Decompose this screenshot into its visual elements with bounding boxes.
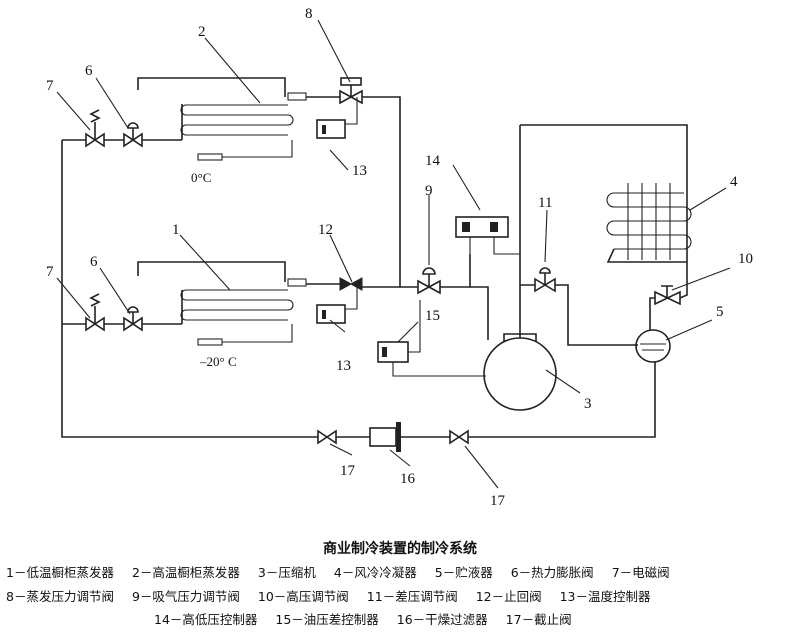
legend-item: 1－低温橱柜蒸发器: [6, 565, 114, 580]
legend-item: 6－热力膨胀阀: [510, 565, 594, 580]
valve-11: [520, 267, 638, 346]
suction-line: [362, 96, 471, 288]
label-2: 2: [198, 24, 206, 40]
legend-row-3: 14－高低压控制器 15－油压差控制器 16－干燥过滤器 17－截止阀: [154, 609, 800, 628]
legend-item: 8－蒸发压力调节阀: [6, 589, 114, 604]
oil-pressure-control: [377, 300, 486, 377]
label-6-top: 6: [85, 63, 93, 79]
legend-item: 4－风冷冷凝器: [333, 565, 417, 580]
stop-valve-left: [317, 429, 337, 445]
label-5: 5: [716, 304, 724, 320]
solenoid-valve-bottom: [85, 293, 105, 332]
legend-item: 7－电磁阀: [611, 565, 670, 580]
solenoid-valve-top: [85, 109, 105, 148]
label-11: 11: [538, 195, 552, 211]
legend-item: 15－油压差控制器: [275, 612, 379, 627]
label-17-right: 17: [490, 493, 506, 509]
legend-item: 13－温度控制器: [559, 589, 651, 604]
legend-item: 11－差压调节阀: [366, 589, 458, 604]
label-13-top: 13: [352, 163, 367, 179]
valve-10: [649, 285, 681, 330]
label-10: 10: [738, 251, 753, 267]
high-low-pressure-control: [455, 216, 520, 255]
valve-8: [339, 77, 363, 105]
label-3: 3: [584, 396, 592, 412]
stop-valve-right: [449, 429, 469, 445]
legend-item: 12－止回阀: [475, 589, 542, 604]
legend-row-2: 8－蒸发压力调节阀 9－吸气压力调节阀 10－高压调节阀 11－差压调节阀 12…: [6, 586, 796, 605]
valve-9: [417, 267, 441, 295]
diagram-title: 商业制冷装置的制冷系统: [323, 541, 477, 557]
label-14: 14: [425, 153, 441, 169]
low-temp-evaporator: [137, 261, 340, 346]
label-7-top: 7: [46, 78, 54, 94]
label-12: 12: [318, 222, 333, 238]
check-valve-12: [339, 277, 363, 291]
legend-item: 9－吸气压力调节阀: [131, 589, 240, 604]
refrigeration-system-diagram: 2 8 6 7 13 14 9 11 4 10 5 1 12 6 7 15 13…: [46, 6, 753, 509]
legend-item: 5－贮液器: [434, 565, 493, 580]
label-9: 9: [425, 183, 433, 199]
legend-item: 16－干燥过滤器: [396, 612, 488, 627]
air-cooled-condenser: [520, 124, 692, 299]
legend-item: 3－压缩机: [257, 565, 316, 580]
label-17-left: 17: [340, 463, 356, 479]
liquid-line-bottom: [336, 362, 656, 438]
label-15: 15: [425, 308, 440, 324]
leader-lines: [56, 19, 731, 489]
label-13-bottom: 13: [336, 358, 351, 374]
label-16: 16: [400, 471, 416, 487]
compressor: [483, 125, 557, 411]
expansion-valve-top: [123, 122, 143, 148]
drier-filter: [369, 422, 401, 452]
label-7-bottom: 7: [46, 264, 54, 280]
receiver: [635, 329, 671, 363]
liquid-line-left: [61, 140, 318, 438]
legend-item: 2－高温橱柜蒸发器: [131, 565, 240, 580]
temperature-controller-top: [316, 97, 358, 139]
temperature-high: 0°C: [191, 170, 211, 185]
legend-item: 17－截止阀: [505, 612, 572, 627]
label-8: 8: [305, 6, 313, 22]
legend-item: 10－高压调节阀: [257, 589, 349, 604]
expansion-valve-bottom: [123, 306, 143, 332]
temperature-controller-bottom: [316, 287, 358, 324]
temperature-low: –20° C: [199, 354, 237, 369]
legend-row-1: 1－低温橱柜蒸发器 2－高温橱柜蒸发器 3－压缩机 4－风冷冷凝器 5－贮液器 …: [6, 562, 796, 581]
label-4: 4: [730, 174, 738, 190]
label-1: 1: [172, 222, 180, 238]
legend-item: 14－高低压控制器: [154, 612, 258, 627]
label-6-bottom: 6: [90, 254, 98, 270]
suction-to-compressor: [470, 286, 489, 340]
high-temp-evaporator: [137, 77, 340, 161]
